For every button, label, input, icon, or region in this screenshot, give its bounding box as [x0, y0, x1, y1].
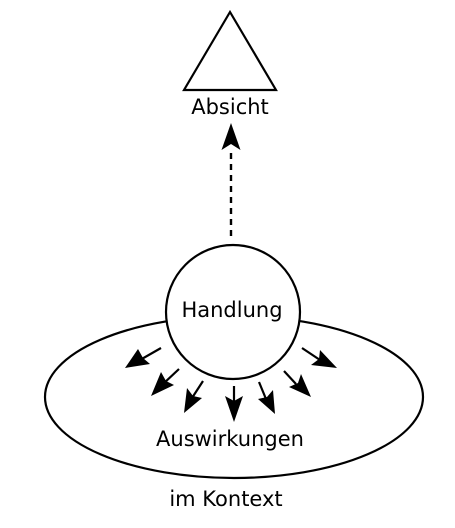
action-circle — [164, 243, 302, 381]
effect-arrow-2 — [151, 372, 174, 396]
effect-arrow-4 — [225, 396, 243, 422]
effects-label: Auswirkungen — [156, 427, 304, 451]
intention-label: Absicht — [191, 95, 269, 119]
effect-arrow-7 — [311, 350, 337, 368]
action-label: Handlung — [181, 298, 282, 322]
effect-arrows — [125, 347, 337, 422]
effect-arrow-1 — [125, 349, 150, 368]
context-label: im Kontext — [169, 487, 282, 511]
effect-arrow-5 — [258, 390, 275, 414]
intention-triangle — [182, 9, 278, 92]
intention-arrowhead — [221, 123, 241, 150]
effect-arrow-3 — [184, 388, 202, 413]
effect-arrow-6 — [289, 374, 311, 397]
